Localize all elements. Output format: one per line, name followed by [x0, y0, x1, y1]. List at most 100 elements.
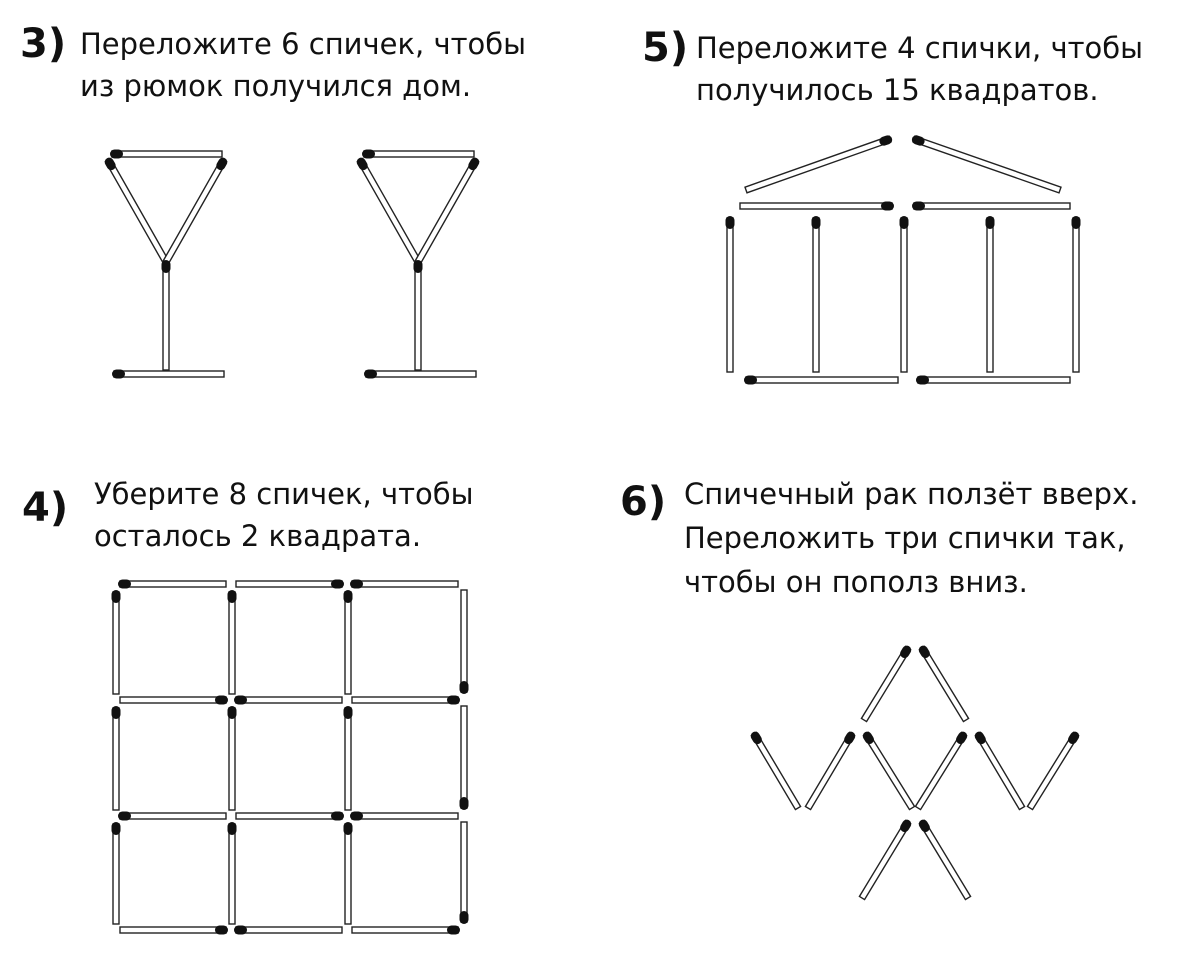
floor-right-match: [916, 375, 1071, 385]
puzzle-4-number: 4): [22, 485, 69, 531]
puzzle-3-text-line-1: Переложите 6 спичек, чтобы: [80, 27, 527, 61]
match-head: [956, 731, 968, 745]
grid-h-match: [119, 695, 228, 705]
crayfish-figure: [750, 645, 1080, 901]
top-left-match: [739, 201, 894, 211]
match-head: [227, 590, 237, 603]
grid-h-match: [234, 695, 343, 705]
match-head: [750, 731, 762, 745]
grid-v-match: [343, 822, 353, 925]
wall-match: [899, 216, 909, 373]
middle-right-match: [914, 731, 968, 811]
glass-right-match: [162, 157, 228, 265]
wall-match: [985, 216, 995, 373]
wall-match: [725, 216, 735, 373]
match-head: [916, 375, 929, 385]
match-head: [974, 731, 986, 745]
match-head: [111, 822, 121, 835]
match-head: [811, 216, 821, 229]
match-head: [227, 706, 237, 719]
match-head: [459, 797, 469, 810]
grid-h-match: [118, 579, 227, 589]
match-head: [216, 157, 228, 171]
middle-left-match: [862, 731, 916, 811]
match-head: [364, 369, 377, 379]
grid-v-match: [111, 590, 121, 695]
match-head: [110, 149, 123, 159]
grid-v-match: [227, 590, 237, 695]
match-head: [918, 819, 930, 833]
match-head: [912, 201, 925, 211]
match-head: [900, 819, 912, 833]
grid-figure: [111, 579, 469, 935]
grid-h-match: [235, 579, 344, 589]
top-right-match: [912, 201, 1071, 211]
grid-h-match: [235, 811, 344, 821]
right-claw-inner-match: [974, 731, 1026, 811]
match-head: [227, 822, 237, 835]
match-head: [459, 911, 469, 924]
left-claw-inner-match: [804, 731, 856, 811]
puzzle-6-text-line-1: Спичечный рак ползёт вверх.: [684, 477, 1139, 511]
grid-v-match: [227, 706, 237, 811]
grid-h-match: [119, 925, 228, 935]
glass-left-match: [104, 157, 170, 265]
match-head: [447, 695, 460, 705]
roof-right-match: [911, 135, 1062, 194]
grid-h-match: [118, 811, 227, 821]
match-head: [118, 579, 131, 589]
match-head: [918, 645, 930, 659]
wall-match: [1071, 216, 1081, 373]
match-head: [343, 590, 353, 603]
match-head: [215, 925, 228, 935]
match-head: [1071, 216, 1081, 229]
puzzle-4-text-line-1: Уберите 8 спичек, чтобы: [94, 477, 474, 511]
grid-v-match: [459, 589, 469, 694]
puzzle-3-number: 3): [20, 21, 67, 67]
grid-v-match: [343, 706, 353, 811]
glass-stem-match: [161, 260, 171, 371]
grid-h-match: [350, 579, 459, 589]
house-figure: [725, 135, 1081, 385]
match-head: [234, 695, 247, 705]
match-head: [725, 216, 735, 229]
puzzle-5-text-line-2: получилось 15 квадратов.: [696, 73, 1099, 107]
puzzle-4-text-line-2: осталось 2 квадрата.: [94, 519, 422, 553]
grid-v-match: [111, 822, 121, 925]
glass-rim-match: [110, 149, 223, 159]
top-left-match: [860, 645, 912, 723]
match-head: [447, 925, 460, 935]
wall-match: [811, 216, 821, 373]
match-head: [744, 375, 757, 385]
grid-v-match: [227, 822, 237, 925]
match-head: [362, 149, 375, 159]
puzzle-5-number: 5): [642, 25, 689, 71]
puzzle-6-text-line-3: чтобы он пополз вниз.: [684, 565, 1028, 599]
match-head: [104, 157, 116, 171]
left-claw-outer-match: [750, 731, 802, 811]
floor-left-match: [744, 375, 899, 385]
match-head: [343, 822, 353, 835]
grid-h-match: [234, 925, 343, 935]
glasses-figure: [104, 149, 480, 379]
grid-v-match: [111, 706, 121, 811]
match-head: [862, 731, 874, 745]
match-head: [1068, 731, 1080, 745]
glass-left-match: [356, 157, 422, 265]
match-head: [413, 260, 423, 273]
glass-rim-match: [362, 149, 475, 159]
top-right-match: [918, 645, 970, 723]
match-head: [331, 579, 344, 589]
puzzle-6-number: 6): [620, 479, 667, 525]
tail-right-match: [918, 819, 972, 901]
roof-left-match: [744, 135, 893, 194]
match-head: [899, 216, 909, 229]
grid-v-match: [343, 590, 353, 695]
match-head: [985, 216, 995, 229]
glass-stem-match: [413, 260, 423, 371]
match-head: [459, 681, 469, 694]
match-head: [879, 135, 893, 146]
match-head: [215, 695, 228, 705]
match-head: [350, 811, 363, 821]
glass-base-match: [364, 369, 477, 379]
